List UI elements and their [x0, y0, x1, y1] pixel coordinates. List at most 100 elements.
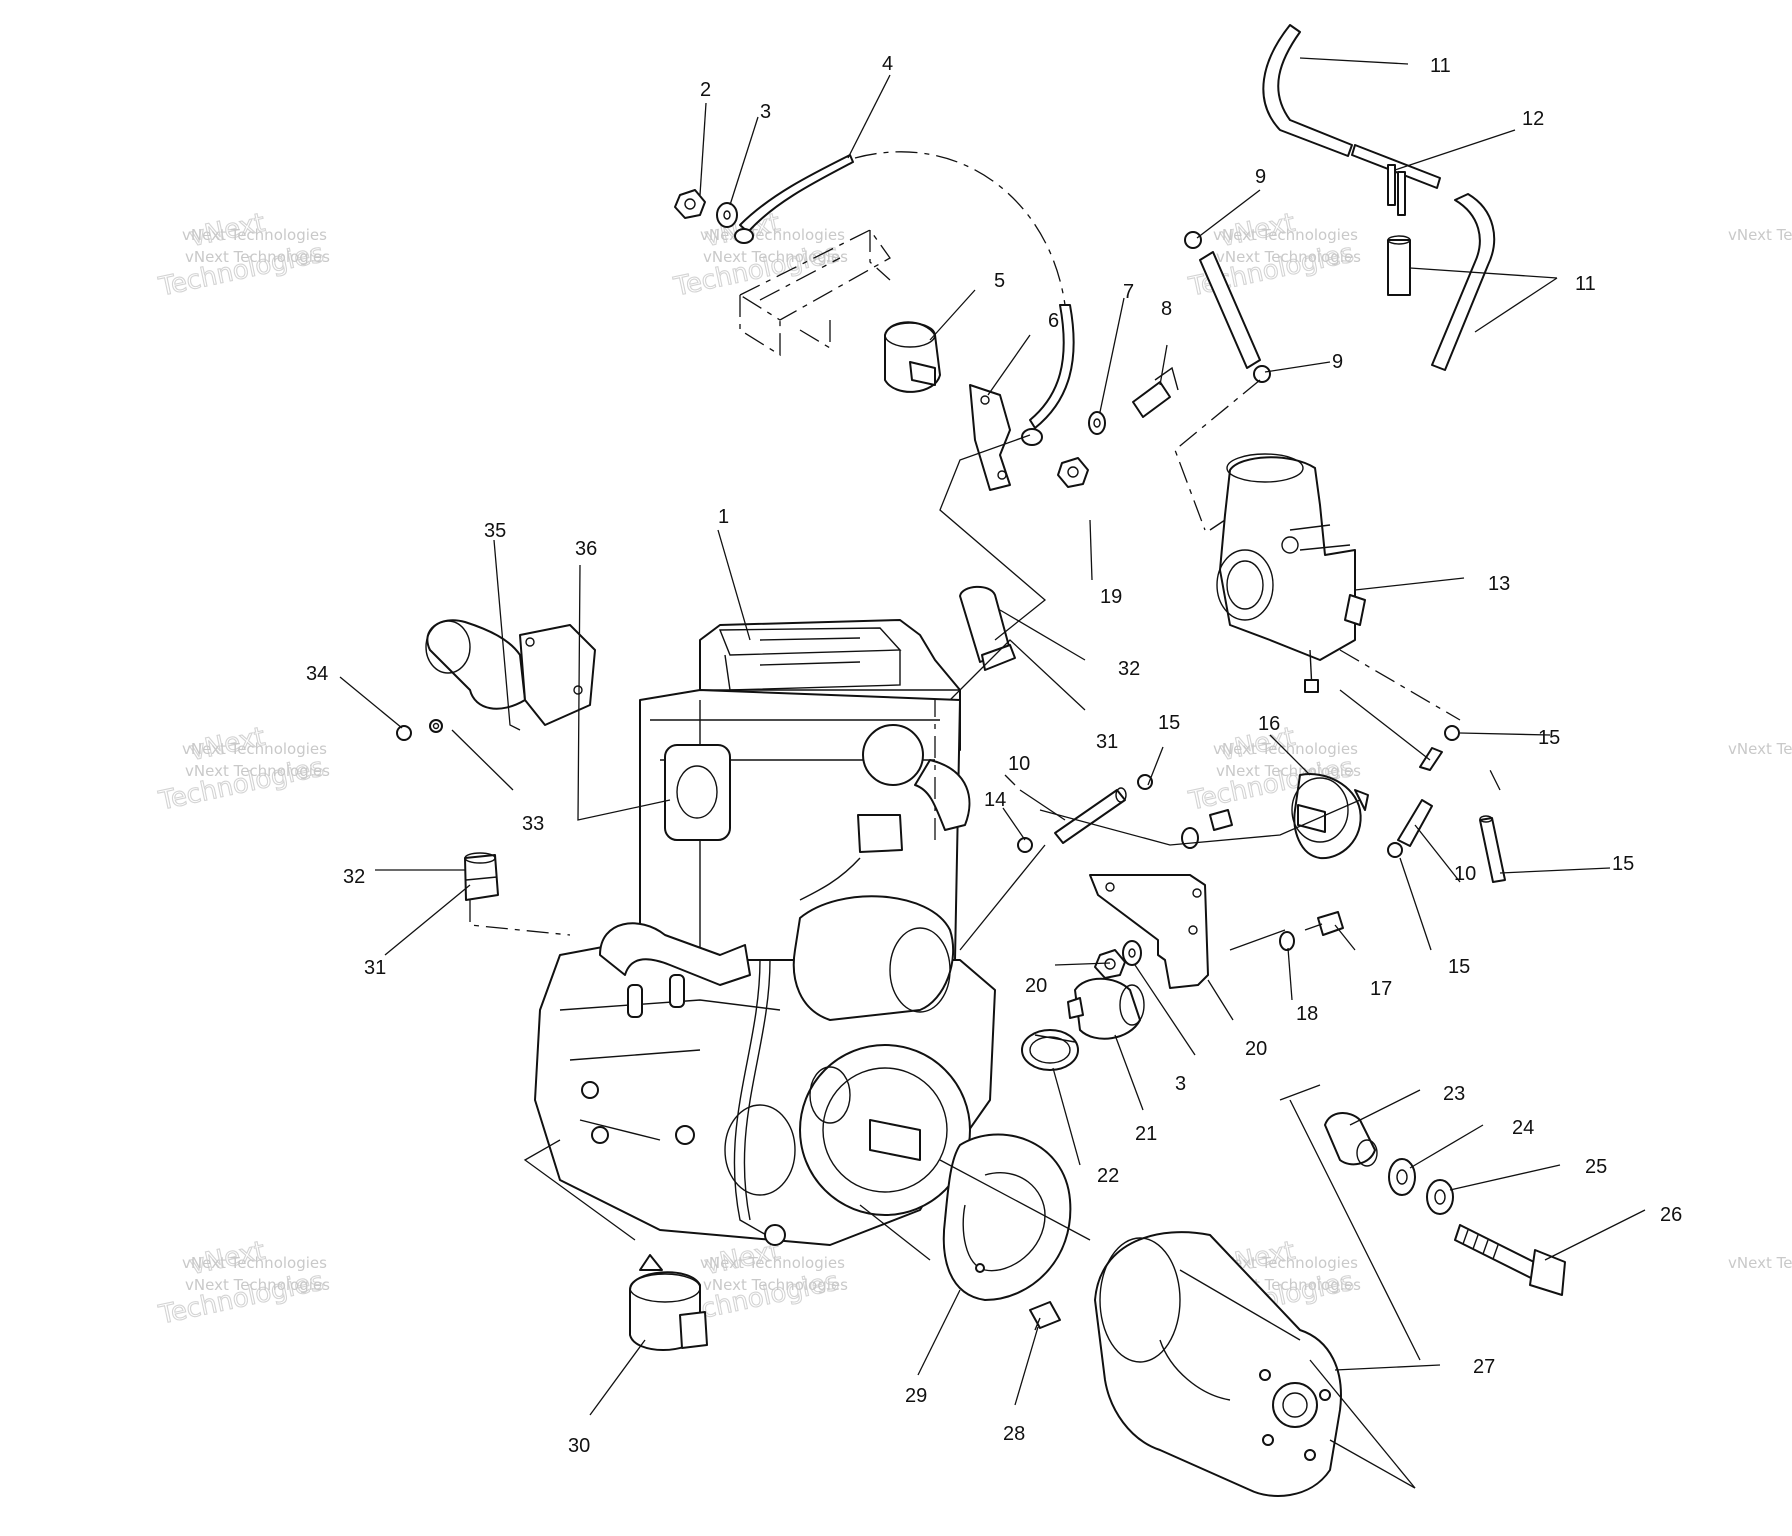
vent-hose-11-short [1387, 235, 1411, 296]
carburetor-13 [1209, 453, 1366, 693]
callout-15: 15 [1448, 956, 1470, 978]
hose-10-right [1397, 747, 1443, 847]
callout-20: 19 [1100, 586, 1122, 608]
assembly-lines [469, 151, 1501, 1361]
watermark-text: vNext Technologies [182, 740, 327, 758]
nut-20-lower [1094, 949, 1126, 979]
watermark-text: vNext Technologies [700, 226, 845, 244]
callout-17: 17 [1370, 978, 1392, 1000]
callout-3: 3 [760, 101, 771, 123]
callout-34: 34 [306, 663, 328, 685]
vent-hose-left [1199, 251, 1261, 369]
leader-lines [339, 57, 1646, 1489]
washer-bolt-upper [1181, 809, 1233, 849]
watermark-text: vNext Technologies [1728, 226, 1792, 244]
hose-clamp-22 [1021, 1029, 1079, 1071]
watermark-text: vNext Technologies [700, 1254, 845, 1272]
bolt-26 [1454, 1224, 1566, 1296]
lock-washer-25 [1426, 1179, 1454, 1215]
callout-10: 10 [1008, 753, 1030, 775]
watermark-text: vNext Technologies [1728, 740, 1792, 758]
callout-4: 4 [882, 53, 893, 75]
bolt-17 [1304, 911, 1344, 936]
hose-clamp-15d [1444, 725, 1460, 741]
callout-3: 3 [1175, 1073, 1186, 1095]
nut-2 [674, 189, 706, 219]
engine-assembly [534, 619, 996, 1246]
callout-18: 18 [1296, 1003, 1318, 1025]
watermark-text: vNext Technologies [185, 1276, 330, 1294]
washer-3-upper [716, 202, 738, 228]
ground-strap-4 [734, 154, 854, 244]
frame-member-outline [738, 229, 891, 357]
callout-2: 2 [700, 79, 711, 101]
watermark-text: vNext Technologies [703, 1276, 848, 1294]
callout-7: 7 [1123, 281, 1134, 303]
vent-hose-11-top [1262, 24, 1353, 157]
hose-clamp-9b [1253, 365, 1271, 383]
washer-7 [1088, 411, 1106, 435]
vent-hose-11-long [1431, 193, 1496, 371]
bushing-23 [1324, 1112, 1378, 1167]
bolt-28 [1029, 1301, 1061, 1331]
callout-13: 13 [1488, 573, 1510, 595]
mount-21 [1067, 977, 1145, 1040]
callout-11: 11 [1430, 55, 1451, 77]
callout-16: 16 [1258, 713, 1280, 735]
watermark-text: vNext Technologies [703, 248, 848, 266]
callout-9: 9 [1255, 166, 1266, 188]
nut-20-upper [1057, 457, 1089, 488]
washer-3-lower [1122, 940, 1142, 966]
callout-15: 14 [984, 789, 1006, 811]
watermark-text: vNext Technologies [182, 1254, 327, 1272]
callout-25: 25 [1585, 1156, 1607, 1178]
coupler-32 [959, 585, 1016, 671]
callout-28: 28 [1003, 1423, 1025, 1445]
clutch-housing-27 [1094, 1231, 1342, 1497]
hose-clamp-15c [1387, 842, 1403, 858]
callout-22: 22 [1097, 1165, 1119, 1187]
callout-8: 8 [1161, 298, 1172, 320]
callout-14: 15 [1612, 853, 1634, 875]
bracket-6 [969, 384, 1011, 491]
callout-9: 9 [1332, 351, 1343, 373]
callout-24: 24 [1512, 1117, 1534, 1139]
hose-clamp-15b [1137, 774, 1153, 790]
tee-fitting-12 [1351, 144, 1441, 216]
callout-30: 30 [568, 1435, 590, 1457]
intake-boot [396, 619, 596, 741]
ground-cable [1021, 304, 1075, 446]
watermark-text: vNext Technologies [182, 226, 327, 244]
callout-15: 15 [1158, 712, 1180, 734]
watermark-text: vNext Technologies [1213, 226, 1358, 244]
callout-27: 27 [1473, 1356, 1495, 1378]
hose-10-left [1054, 787, 1127, 844]
callout-32: 32 [1118, 658, 1140, 680]
callout-1: 1 [718, 506, 729, 528]
hose-14 [1479, 815, 1506, 883]
callout-15: 15 [1538, 727, 1560, 749]
engine-mount-16 [1291, 773, 1369, 860]
callout-10: 10 [1454, 863, 1476, 885]
callout-11: 11 [1575, 273, 1596, 295]
callout-32: 32 [343, 866, 365, 888]
callout-29: 29 [905, 1385, 927, 1407]
gasket-29 [942, 1133, 1072, 1301]
engine-mount-5 [884, 321, 941, 393]
washer-18 [1279, 931, 1295, 951]
callouts: 2 3 4 5 6 7 8 9 9 11 12 11 13 1 35 36 19… [306, 53, 1682, 1457]
watermark-text: vNext Technologies [1213, 1254, 1358, 1272]
bolt-8 [1132, 366, 1179, 418]
callout-19: 20 [1245, 1038, 1267, 1060]
callout-12: 12 [1522, 108, 1544, 130]
hose-clamp-15a [1017, 837, 1033, 853]
callout-33: 33 [522, 813, 544, 835]
callout-31: 31 [1096, 731, 1118, 753]
hose-clamp-9a [1184, 231, 1202, 249]
watermark-text: vNext Technologies [1728, 1254, 1792, 1272]
watermark-text: vNext Technologies [1216, 248, 1361, 266]
callout-31: 31 [364, 957, 386, 979]
callout-20: 20 [1025, 975, 1047, 997]
watermark-text: vNext Technologies [185, 248, 330, 266]
callout-23: 23 [1443, 1083, 1465, 1105]
